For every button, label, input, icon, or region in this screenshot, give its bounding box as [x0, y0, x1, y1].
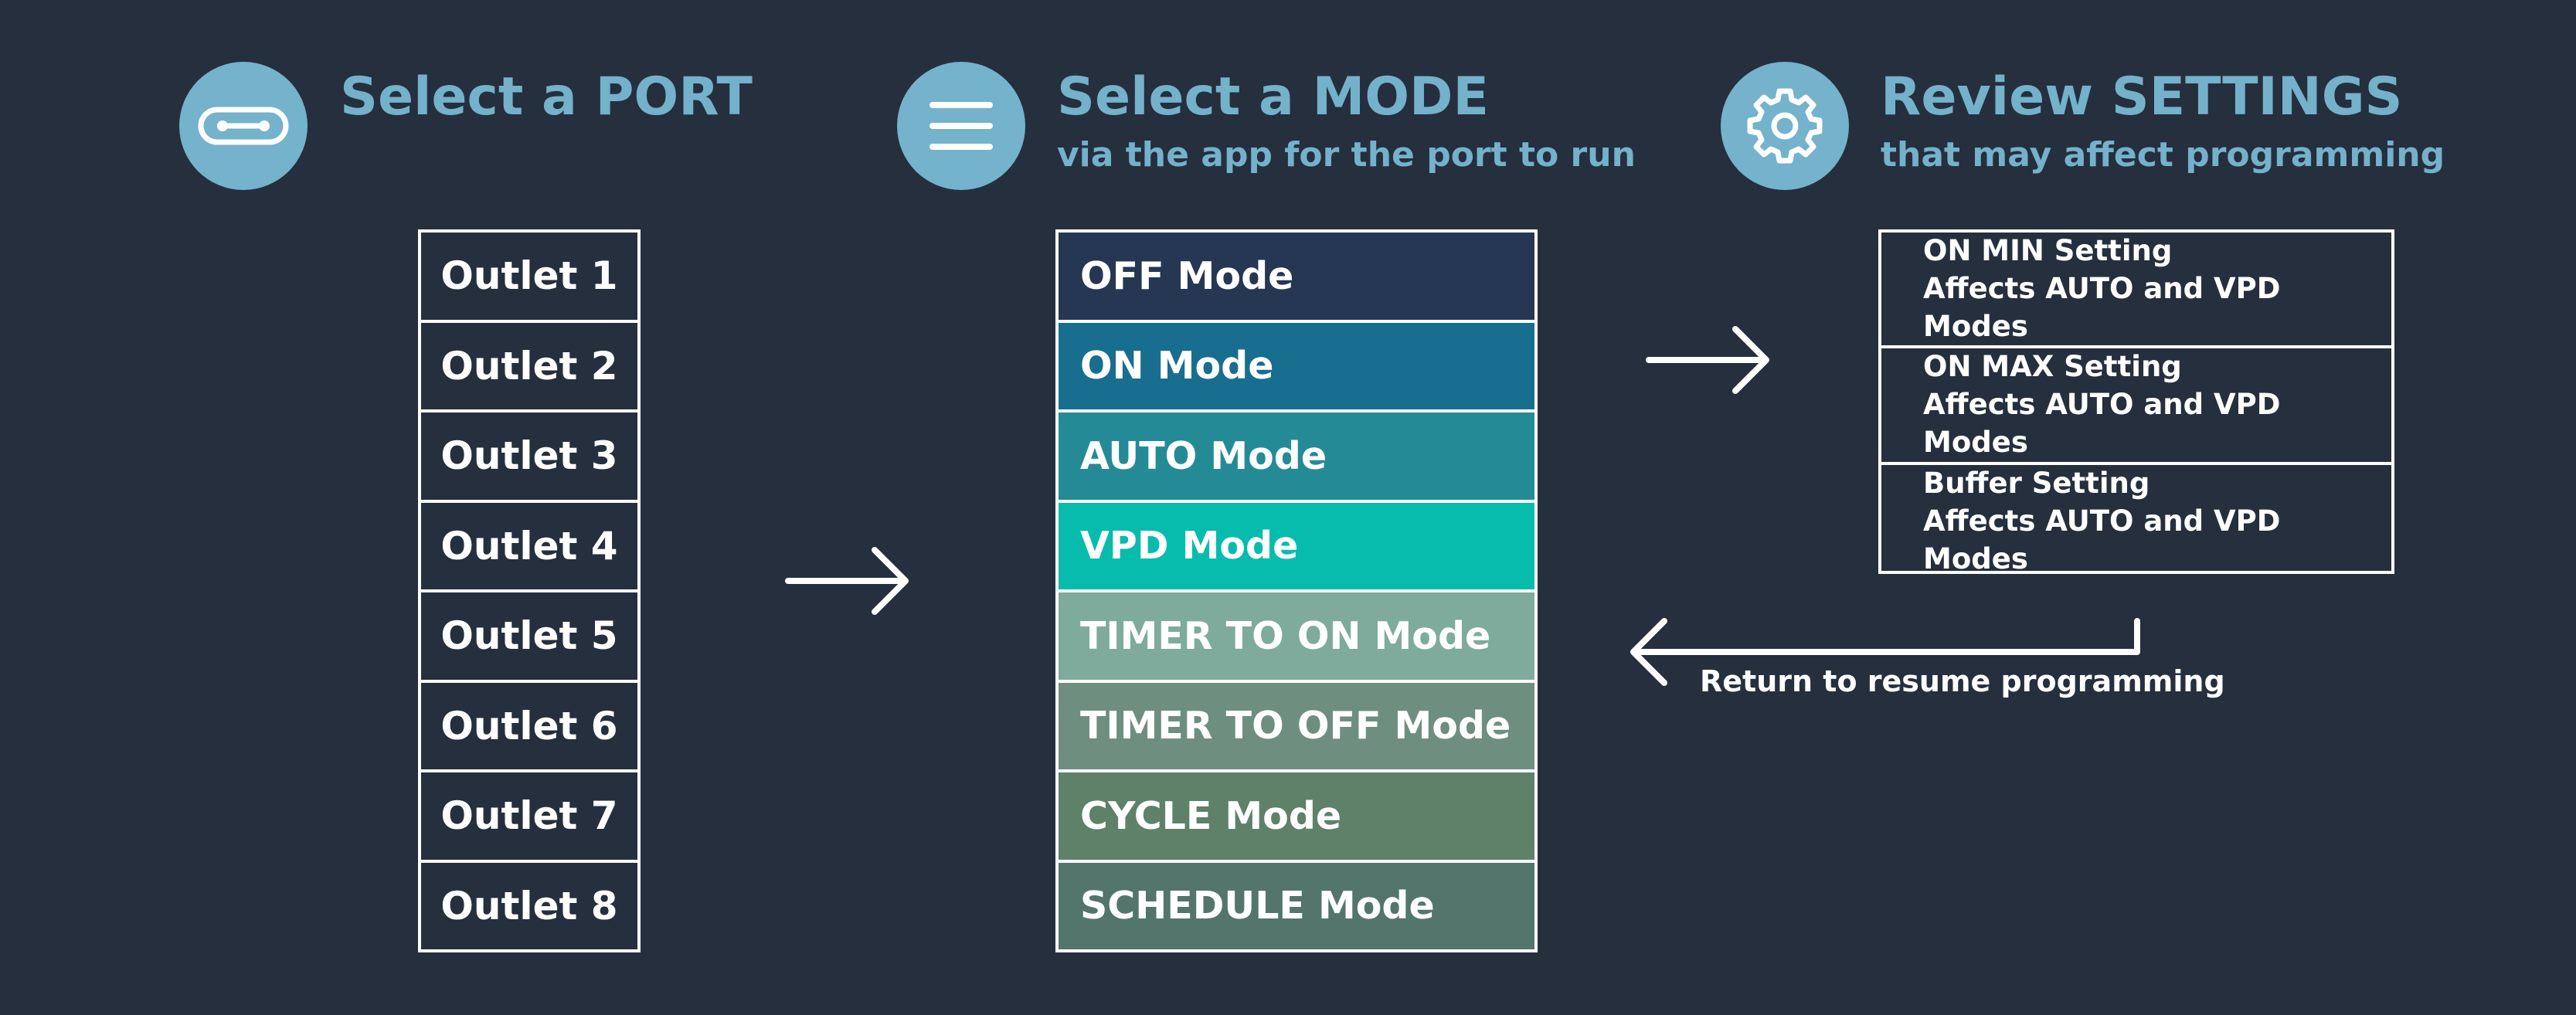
settings-list: ON MIN Setting Affects AUTO and VPD Mode… [1878, 229, 2394, 575]
arrow-right-icon [785, 547, 909, 615]
return-arrow-icon [1630, 618, 2140, 686]
outlet-item: Outlet 8 [440, 883, 618, 928]
setting-item: Buffer Setting Affects AUTO and VPD Mode… [1881, 465, 2391, 578]
step-subtitle-mode: via the app for the port to run [1057, 135, 1636, 175]
outlet-item: Outlet 4 [421, 503, 637, 592]
mode-item: AUTO Mode [1059, 412, 1534, 503]
setting-name: ON MIN Setting [1923, 234, 2173, 267]
arrow-right-icon [1646, 326, 1769, 394]
outlet-item: Outlet 6 [421, 683, 637, 772]
mode-item: TIMER TO OFF Mode [1059, 682, 1534, 772]
setting-note: Affects AUTO and VPD Modes [1923, 388, 2281, 460]
mode-item: CYCLE Mode [1059, 772, 1534, 863]
step-subtitle-settings: that may affect programming [1881, 135, 2445, 175]
outlet-item: Outlet 2 [421, 323, 637, 412]
mode-item: OFF Mode [1059, 233, 1534, 323]
outlet-item: Outlet 3 [421, 412, 637, 503]
outlet-item: Outlet 1 [421, 233, 637, 323]
outlet-list: Outlet 1 Outlet 2 Outlet 3 Outlet 4 Outl… [418, 229, 641, 952]
setting-name: Buffer Setting [1923, 466, 2150, 500]
setting-item: ON MAX Setting Affects AUTO and VPD Mode… [1881, 348, 2391, 465]
step-title-port: Select a PORT [340, 66, 753, 127]
outlet-item: Outlet 7 [421, 772, 637, 863]
menu-icon [897, 62, 1025, 190]
mode-item: SCHEDULE Mode [1059, 862, 1534, 949]
port-link-icon [179, 62, 308, 190]
mode-list: OFF Mode ON Mode AUTO Mode VPD Mode TIME… [1055, 229, 1538, 952]
step-title-mode: Select a MODE [1057, 66, 1489, 127]
setting-name: ON MAX Setting [1923, 350, 2182, 384]
mode-item: TIMER TO ON Mode [1059, 592, 1534, 683]
gear-icon [1721, 62, 1849, 190]
mode-item: ON Mode [1059, 322, 1534, 412]
setting-note: Affects AUTO and VPD Modes [1923, 271, 2281, 343]
setting-item: ON MIN Setting Affects AUTO and VPD Mode… [1881, 233, 2391, 349]
outlet-item: Outlet 5 [421, 592, 637, 683]
mode-item: VPD Mode [1059, 502, 1534, 592]
return-label: Return to resume programming [1700, 664, 2225, 698]
setting-note: Affects AUTO and VPD Modes [1923, 504, 2281, 575]
step-title-settings: Review SETTINGS [1881, 66, 2403, 127]
